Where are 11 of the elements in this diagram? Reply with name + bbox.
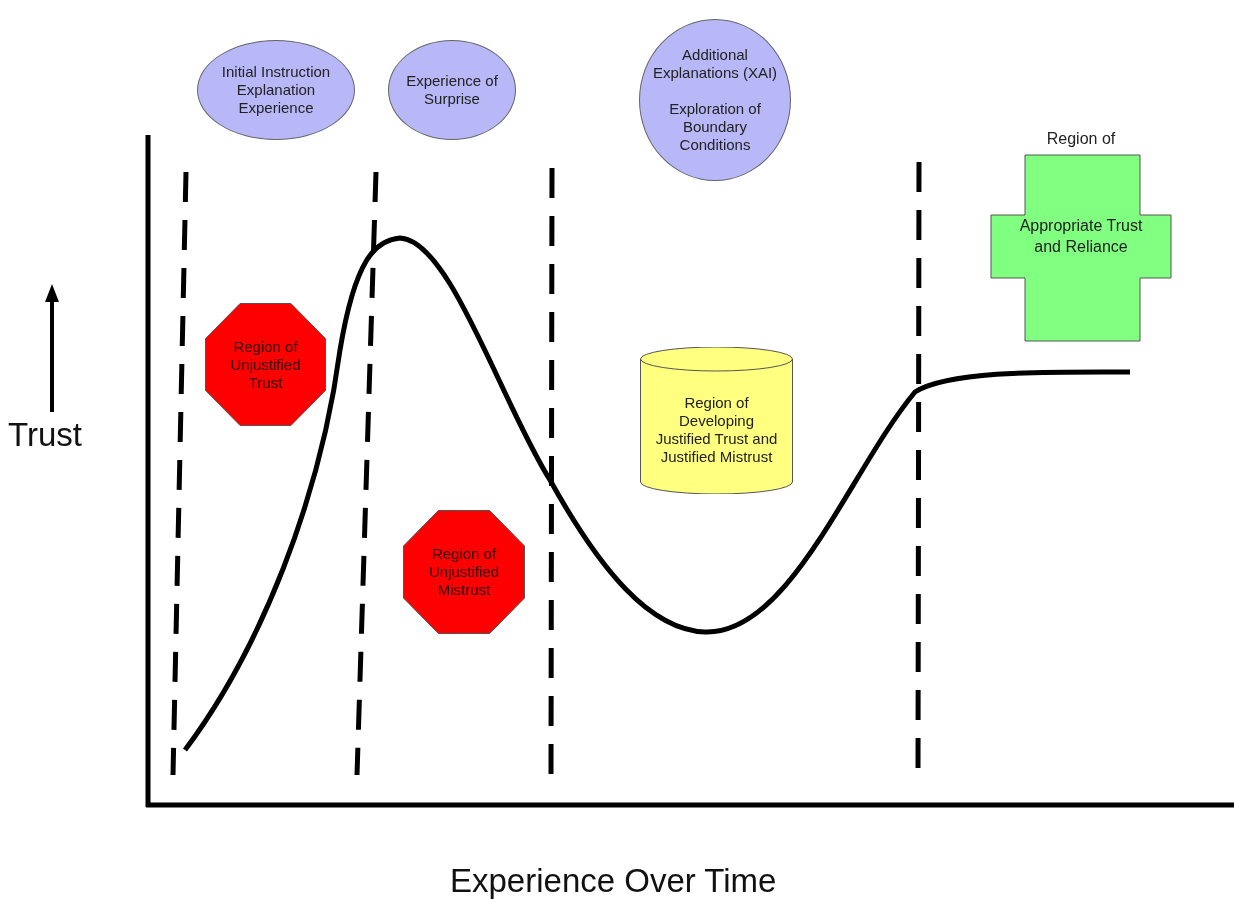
bubble-text: Experience of Surprise [405,72,499,108]
bubble-text: Additional Explanations (XAI) [651,46,779,82]
region-label: Appropriate Trust and Reliance [1018,216,1144,257]
region-label: Region of Developing Justified Trust and Justified Mistrust [654,393,779,466]
axis-title: Experience Over Time [450,862,777,899]
bubble-text: Exploration of Boundary Conditions [668,100,762,154]
region-heading: Region of [1046,130,1116,148]
region-label: Region of Unjustified Mistrust [427,545,500,599]
axis-title: Trust [8,416,82,454]
bubble-text: Initial Instruction Explanation Experience [220,63,332,117]
region-label: Region of Unjustified Trust [229,337,302,392]
